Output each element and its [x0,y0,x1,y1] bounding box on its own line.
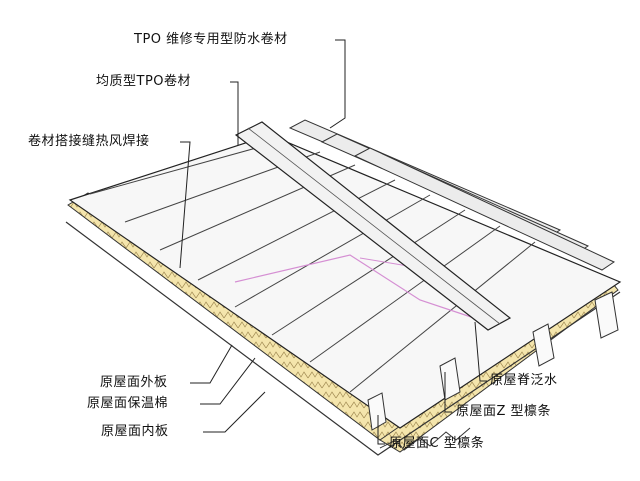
label-z-purlin: 原屋面Z 型檩条 [456,404,552,419]
leader-lines [179,39,487,445]
ridge-flashing [234,121,512,331]
label-c-purlin: 原屋面C 型檩条 [389,436,485,451]
label-outer-panel: 原屋面外板 [100,375,168,390]
label-homogeneous-tpo: 均质型TPO卷材 [96,74,192,89]
label-ridge-flashing: 原屋脊泛水 [490,373,558,388]
label-insulation: 原屋面保温棉 [87,396,169,411]
roof-surface [68,119,622,429]
label-tpo-repair-membrane: TPO 维修专用型防水卷材 [134,32,288,47]
label-hot-air-weld: 卷材搭接缝热风焊接 [28,134,150,149]
label-inner-panel: 原屋面内板 [101,424,169,439]
